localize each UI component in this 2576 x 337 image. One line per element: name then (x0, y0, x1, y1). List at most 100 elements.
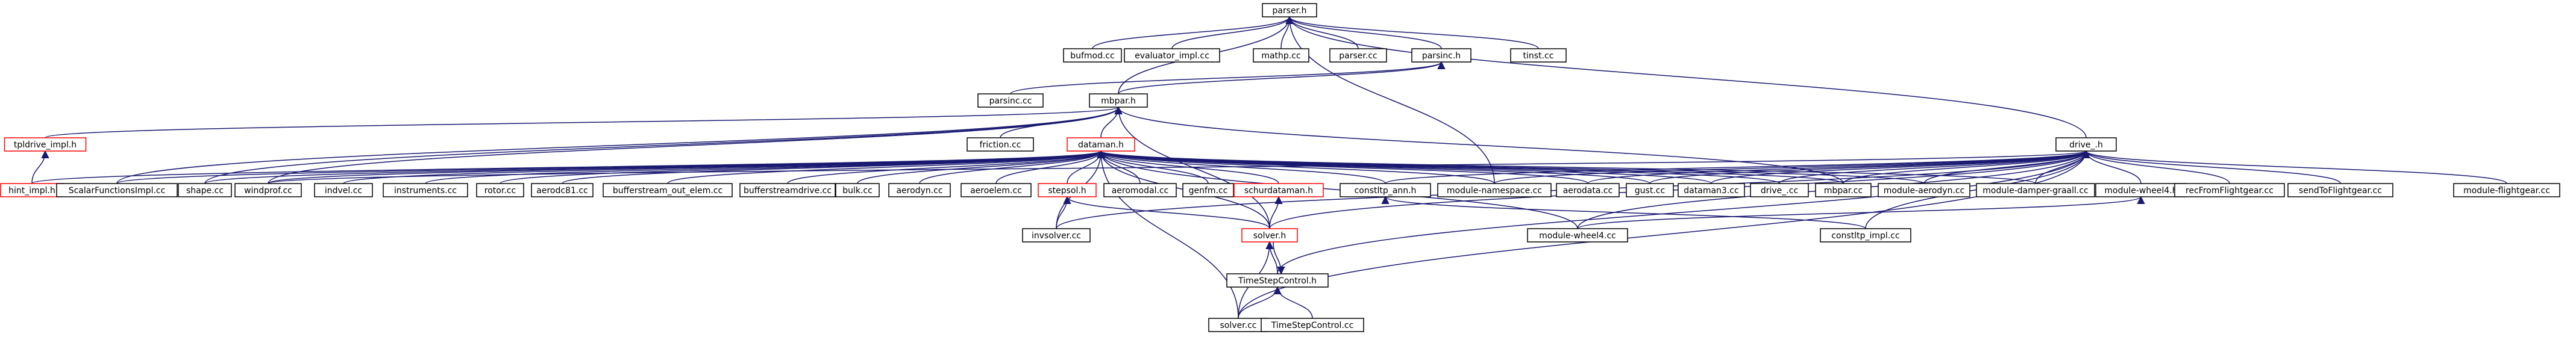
node-box (1103, 183, 1177, 197)
node-parsinc-h[interactable]: parsinc.h (1411, 48, 1471, 63)
edge-module-namespace-cc-to-drive-h (1494, 150, 2090, 184)
node-drive-cc[interactable]: drive_.cc (1750, 183, 1809, 197)
node-tinst-cc[interactable]: tinst.cc (1510, 48, 1567, 63)
node-label: indvel.cc (325, 186, 362, 196)
node-box (1678, 183, 1745, 197)
node-label: TimeStepControl.h (1238, 276, 1317, 286)
node-dataman3-cc[interactable]: dataman3.cc (1678, 183, 1745, 197)
node-indvel-cc[interactable]: indvel.cc (314, 183, 373, 197)
node-friction-cc[interactable]: friction.cc (967, 137, 1034, 152)
edge-dataman3-cc-to-drive-h (1711, 150, 2090, 184)
node-box (1820, 228, 1911, 243)
edge-mbpar-h-to-parsinc-h (1118, 61, 1446, 94)
node-label: hint_impl.h (8, 186, 55, 196)
node-aeroelem-cc[interactable]: aeroelem.cc (961, 183, 1032, 197)
node-box (2174, 183, 2285, 197)
node-genfm-cc[interactable]: genfm.cc (1182, 183, 1234, 197)
node-timestepcontrol-h[interactable]: TimeStepControl.h (1226, 273, 1329, 288)
node-evaluator-impl-cc[interactable]: evaluator_impl.cc (1124, 48, 1220, 63)
node-aerodyn-cc[interactable]: aerodyn.cc (888, 183, 951, 197)
edge-bufferstream-out-elem-cc-to-dataman-h (667, 150, 1105, 184)
node-drive-h[interactable]: drive_.h (2055, 137, 2117, 152)
node-module-damper-graall-cc[interactable]: module-damper-graall.cc (1976, 183, 2095, 197)
node-module-namespace-cc[interactable]: module-namespace.cc (1437, 183, 1552, 197)
node-parsinc-cc[interactable]: parsinc.cc (977, 93, 1044, 108)
node-solver-cc[interactable]: solver.cc (1208, 318, 1268, 332)
node-mbpar-cc[interactable]: mbpar.cc (1815, 183, 1872, 197)
node-mathp-cc[interactable]: mathp.cc (1253, 48, 1309, 63)
node-rotor-cc[interactable]: rotor.cc (476, 183, 524, 197)
node-label: parsinc.h (1422, 51, 1461, 61)
node-schurdataman-h[interactable]: schurdataman.h (1233, 183, 1324, 197)
edge-module-namespace-cc-to-parser-h (1285, 16, 1495, 184)
node-windprof-cc[interactable]: windprof.cc (234, 183, 302, 197)
node-box (314, 183, 373, 197)
node-tpldrive-impl-h[interactable]: tpldrive_impl.h (4, 137, 87, 152)
node-parser-h[interactable]: parser.h (1262, 3, 1317, 17)
edge-solver-h-to-schurdataman-h (1269, 196, 1283, 229)
node-box (1262, 3, 1317, 17)
node-shape-cc[interactable]: shape.cc (178, 183, 232, 197)
node-invsolver-cc[interactable]: invsolver.cc (1022, 228, 1091, 243)
edge-module-namespace-cc-to-dataman-h (1097, 150, 1495, 184)
node-mbpar-h[interactable]: mbpar.h (1089, 93, 1148, 108)
node-box (1261, 318, 1364, 332)
node-label: module-flightgear.cc (2463, 186, 2550, 196)
node-box (2055, 137, 2117, 152)
node-aeromodal-cc[interactable]: aeromodal.cc (1103, 183, 1177, 197)
node-gust-cc[interactable]: gust.cc (1626, 183, 1674, 197)
node-box (531, 183, 594, 197)
node-box (1124, 48, 1220, 63)
node-box (1253, 48, 1309, 63)
node-label: mbpar.h (1101, 96, 1136, 106)
node-aerodata-cc[interactable]: aerodata.cc (1556, 183, 1620, 197)
node-label: gust.cc (1635, 186, 1665, 196)
node-instruments-cc[interactable]: instruments.cc (383, 183, 468, 197)
node-box (1067, 137, 1135, 152)
node-bufferstreamdrive-cc[interactable]: bufferstreamdrive.cc (739, 183, 836, 197)
node-parser-cc[interactable]: parser.cc (1329, 48, 1387, 63)
node-hint-impl-h[interactable]: hint_impl.h (0, 183, 64, 197)
node-module-aerodyn-cc[interactable]: module-aerodyn.cc (1878, 183, 1970, 197)
node-recfromflightgear-cc[interactable]: recFromFlightgear.cc (2174, 183, 2285, 197)
node-constltp-impl-cc[interactable]: constltp_impl.cc (1820, 228, 1911, 243)
edge-windprof-cc-to-drive-h (268, 150, 2090, 184)
node-bufmod-cc[interactable]: bufmod.cc (1063, 48, 1122, 63)
node-box (1233, 183, 1324, 197)
node-module-wheel4-h[interactable]: module-wheel4.h (2095, 183, 2187, 197)
node-label: TimeStepControl.cc (1271, 321, 1354, 330)
node-timestepcontrol-cc[interactable]: TimeStepControl.cc (1261, 318, 1364, 332)
edge-module-wheel4-cc-to-module-wheel4-h (1577, 196, 2145, 229)
node-label: dataman3.cc (1684, 186, 1738, 196)
node-label: dataman.h (1078, 140, 1124, 150)
node-constltp-ann-h[interactable]: constltp_ann.h (1340, 183, 1431, 197)
node-label: evaluator_impl.cc (1135, 51, 1209, 61)
node-label: module-namespace.cc (1447, 186, 1542, 196)
node-dataman-h[interactable]: dataman.h (1067, 137, 1135, 152)
node-label: genfm.cc (1189, 186, 1228, 196)
node-label: module-aerodyn.cc (1884, 186, 1965, 196)
node-box (603, 183, 733, 197)
node-stepsol-h[interactable]: stepsol.h (1038, 183, 1097, 197)
node-label: instruments.cc (394, 186, 457, 196)
node-bufferstream-out-elem-cc[interactable]: bufferstream_out_elem.cc (603, 183, 733, 197)
node-sendtoflightgear-cc[interactable]: sendToFlightgear.cc (2287, 183, 2393, 197)
edge-constltp-ann-h-to-drive-h (1385, 150, 2090, 184)
node-aerodc81-cc[interactable]: aerodc81.cc (531, 183, 594, 197)
edge-windprof-cc-to-mbpar-h (268, 106, 1123, 184)
node-label: rotor.cc (484, 186, 516, 196)
node-label: tinst.cc (1523, 51, 1554, 61)
node-module-flightgear-cc[interactable]: module-flightgear.cc (2453, 183, 2560, 197)
node-scalarfunctionsimpl-cc[interactable]: ScalarFunctionsImpl.cc (56, 183, 178, 197)
node-box (1226, 273, 1329, 288)
node-box (1437, 183, 1552, 197)
node-label: sendToFlightgear.cc (2299, 186, 2382, 196)
edge-aerodyn-cc-to-dataman-h (919, 150, 1105, 184)
node-box (383, 183, 468, 197)
node-box (888, 183, 951, 197)
node-label: windprof.cc (244, 186, 292, 196)
node-bulk-cc[interactable]: bulk.cc (835, 183, 880, 197)
edge-tinst-cc-to-parser-h (1285, 16, 1539, 49)
node-solver-h[interactable]: solver.h (1241, 228, 1298, 243)
node-module-wheel4-cc[interactable]: module-wheel4.cc (1527, 228, 1628, 243)
